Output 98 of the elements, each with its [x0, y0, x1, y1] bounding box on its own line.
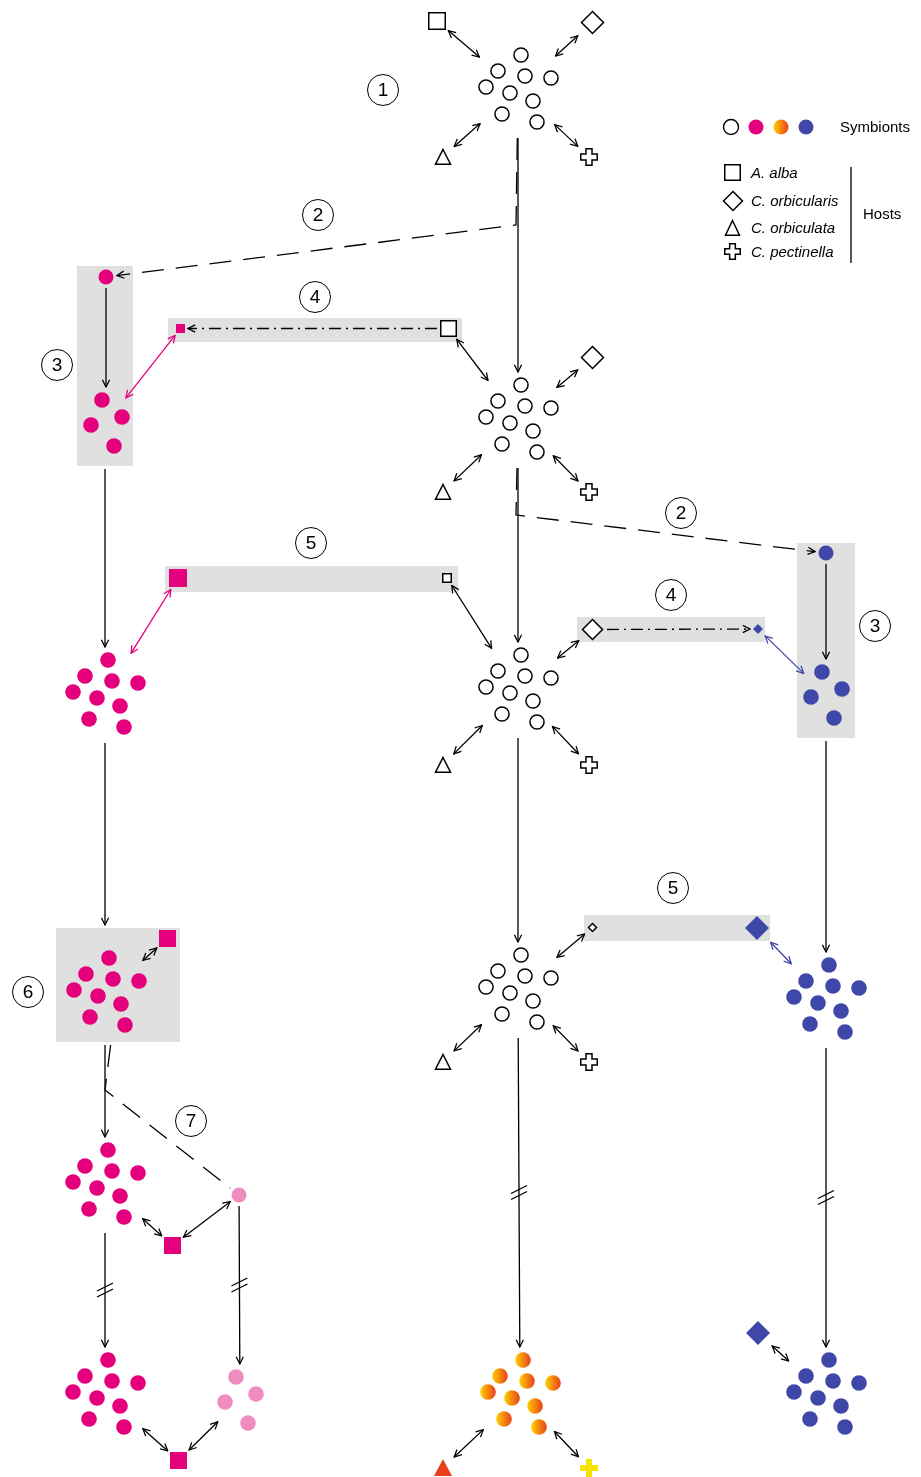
double-arrow	[451, 584, 493, 650]
arrow	[513, 467, 523, 643]
double-arrow	[130, 588, 172, 654]
cross-symbol	[580, 148, 598, 166]
callout-number: 3	[859, 610, 891, 642]
double-arrow	[456, 338, 489, 382]
square-symbol	[428, 12, 446, 30]
arrow	[513, 137, 523, 373]
triangle-symbol	[434, 1459, 452, 1476]
shaded-panel	[577, 617, 765, 642]
diamond-symbol	[587, 922, 598, 933]
square-symbol	[170, 1452, 187, 1469]
callout-number: 6	[12, 976, 44, 1008]
arrow	[100, 742, 110, 926]
double-arrow	[188, 1421, 219, 1451]
shaded-panel	[584, 915, 770, 941]
arrow	[100, 1044, 110, 1138]
callout-number: 2	[302, 199, 334, 231]
symbiont-cluster	[215, 1367, 265, 1433]
triangle-symbol	[434, 1053, 452, 1070]
legend-label: Symbionts	[840, 118, 911, 136]
callout-number: 4	[299, 281, 331, 313]
arrow	[101, 287, 111, 388]
arrow	[606, 624, 751, 634]
symbiont-dot	[231, 1187, 247, 1203]
callout-number: 2	[665, 497, 697, 529]
legend-group-label: Hosts	[863, 205, 902, 223]
symbiont-dot	[98, 269, 114, 285]
double-arrow	[552, 1025, 579, 1052]
arrow	[515, 1037, 524, 1348]
square-symbol	[159, 930, 176, 947]
callout-number: 3	[41, 349, 73, 381]
double-arrow	[142, 1218, 163, 1237]
shaded-panel	[797, 543, 855, 738]
triangle-symbol	[434, 483, 452, 500]
double-arrow	[453, 1428, 484, 1458]
shaded-panel	[56, 928, 180, 1042]
arrow	[821, 740, 831, 953]
cross-symbol	[580, 1053, 598, 1071]
callout-number: 7	[175, 1105, 207, 1137]
double-arrow	[453, 724, 483, 755]
double-arrow	[553, 1430, 580, 1458]
square-symbol	[440, 320, 457, 337]
double-arrow	[453, 122, 481, 148]
arrow	[235, 1205, 244, 1365]
arrow	[513, 737, 523, 943]
arrow	[515, 467, 816, 556]
shaded-panel	[165, 566, 458, 592]
double-arrow	[453, 454, 483, 482]
diamond-symbol	[580, 10, 605, 35]
cross-symbol	[580, 483, 598, 501]
double-arrow	[556, 640, 580, 659]
double-arrow	[771, 1345, 790, 1362]
shaded-panel	[168, 318, 462, 342]
double-arrow	[551, 725, 580, 755]
legend-label: C. orbicularis	[751, 192, 839, 210]
triangle-symbol	[434, 756, 452, 773]
cross-symbol	[580, 756, 598, 774]
double-arrow	[554, 35, 579, 57]
double-arrow	[142, 1428, 169, 1452]
double-arrow	[554, 123, 579, 148]
legend-label: A. alba	[751, 164, 798, 182]
double-arrow	[182, 1201, 231, 1238]
legend-label: C. orbiculata	[751, 219, 836, 237]
double-arrow	[453, 1024, 483, 1052]
double-arrow	[447, 29, 481, 58]
square-symbol	[169, 569, 187, 587]
double-arrow	[125, 334, 176, 399]
diamond-symbol	[580, 345, 605, 370]
arrow	[100, 468, 110, 648]
double-arrow	[556, 369, 579, 389]
symbiont-cluster	[801, 662, 851, 728]
callout-number: 4	[655, 579, 687, 611]
symbiont-cluster	[81, 390, 131, 456]
diamond-symbol	[745, 916, 769, 940]
triangle-symbol	[434, 148, 452, 165]
double-arrow	[556, 933, 586, 959]
square-symbol	[442, 573, 452, 583]
diamond-symbol	[746, 1321, 770, 1345]
shaded-panel	[77, 266, 133, 466]
callout-number: 5	[657, 872, 689, 904]
arrow	[187, 324, 438, 333]
cross-symbol	[580, 1459, 598, 1477]
callout-number: 5	[295, 527, 327, 559]
arrow	[100, 1232, 110, 1348]
arrow	[821, 563, 831, 660]
double-arrow	[142, 947, 158, 962]
diamond-symbol	[753, 624, 763, 634]
callout-number: 1	[367, 74, 399, 106]
legend-label: C. pectinella	[751, 243, 834, 261]
arrow	[821, 1047, 831, 1348]
double-arrow	[764, 635, 805, 675]
diamond-symbol	[581, 618, 604, 641]
symbiont-dot	[818, 545, 834, 561]
double-arrow	[552, 455, 579, 482]
square-symbol	[176, 324, 185, 333]
square-symbol	[164, 1237, 181, 1254]
double-arrow	[769, 941, 792, 965]
